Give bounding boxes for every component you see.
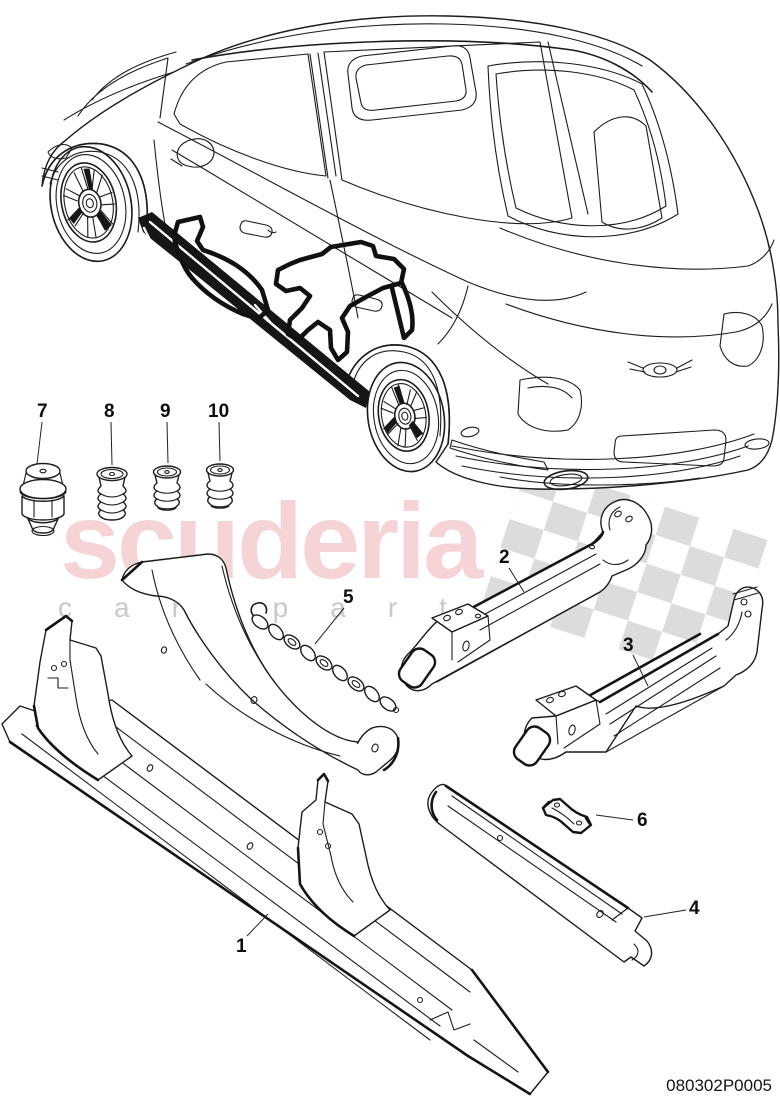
front-arch-inner bbox=[49, 150, 140, 233]
part-6-bracket bbox=[541, 797, 593, 835]
door-glass-divider bbox=[309, 52, 337, 179]
side-reflector bbox=[460, 426, 480, 438]
callout-2-label: 2 bbox=[499, 547, 510, 568]
rocker-chrome bbox=[449, 439, 549, 471]
part-1-sill-assembly bbox=[1, 553, 550, 1096]
callout-7-label: 7 bbox=[37, 401, 48, 422]
callout-1-label: 1 bbox=[236, 936, 247, 957]
sunroof-inner bbox=[355, 55, 467, 111]
beltline bbox=[157, 121, 587, 301]
callout-2: 2 bbox=[499, 547, 525, 593]
bumper-strakes bbox=[451, 433, 755, 486]
quarter-crease bbox=[431, 291, 549, 385]
parcel-shelf-line bbox=[499, 227, 775, 270]
left-taillight bbox=[517, 376, 583, 432]
watermark-subtitle-text: car parts bbox=[58, 592, 545, 623]
doc-number: 080302P0005 bbox=[666, 1076, 772, 1095]
front-arch bbox=[41, 142, 148, 235]
rear-window-inner bbox=[495, 69, 667, 227]
sunroof bbox=[347, 45, 477, 121]
callout-6: 6 bbox=[595, 810, 648, 831]
part-7-plug bbox=[19, 462, 67, 537]
callout-8: 8 bbox=[104, 401, 115, 466]
roof-side-rail bbox=[191, 40, 653, 93]
front-door-handle bbox=[239, 220, 277, 238]
callout-10: 10 bbox=[208, 401, 229, 462]
part-3-bracket bbox=[512, 586, 764, 767]
sill-stamping-outline bbox=[171, 214, 415, 363]
callout-4-label: 4 bbox=[689, 898, 700, 919]
callout-6-label: 6 bbox=[637, 810, 648, 831]
car-illustration bbox=[41, 15, 780, 491]
side-mirror bbox=[170, 138, 215, 168]
rear-arch bbox=[343, 344, 451, 445]
side-crease bbox=[171, 149, 453, 319]
callout-5: 5 bbox=[314, 587, 354, 645]
rear-door-seam bbox=[437, 285, 469, 345]
callout-8-label: 8 bbox=[104, 401, 115, 422]
hood-seam bbox=[63, 71, 175, 121]
callout-1: 1 bbox=[236, 913, 269, 957]
callout-3-label: 3 bbox=[623, 635, 634, 656]
rear-arch-inner bbox=[351, 350, 442, 437]
rear-wheel bbox=[366, 361, 446, 473]
watermark: scuderia car parts bbox=[58, 462, 768, 683]
callout-9: 9 bbox=[160, 401, 171, 464]
quarter-glass bbox=[593, 116, 663, 230]
callout-9-label: 9 bbox=[160, 401, 171, 422]
trunk-gap bbox=[505, 303, 773, 338]
part-9-plug bbox=[152, 465, 182, 511]
part-8-plug bbox=[96, 466, 128, 521]
front-door-glass bbox=[173, 53, 327, 177]
exhaust-tips bbox=[543, 438, 770, 491]
callout-5-label: 5 bbox=[343, 587, 354, 608]
license-recess bbox=[613, 429, 727, 467]
part-2-bracket bbox=[397, 498, 653, 692]
roofline bbox=[185, 23, 643, 67]
checkered-flag-graphic bbox=[481, 462, 768, 683]
rear-window bbox=[487, 61, 679, 238]
callout-4: 4 bbox=[643, 898, 700, 919]
callout-3: 3 bbox=[623, 635, 649, 687]
rear-door-glass bbox=[323, 41, 573, 225]
part-5-serrated-strip bbox=[250, 602, 400, 714]
windshield-edge bbox=[77, 51, 177, 119]
callout-10-label: 10 bbox=[208, 401, 229, 422]
headlight bbox=[41, 143, 73, 181]
part-10-plug bbox=[205, 463, 235, 509]
callout-7: 7 bbox=[36, 401, 48, 465]
front-wheel bbox=[49, 145, 133, 263]
bentley-emblem bbox=[627, 359, 693, 378]
part-4-reinforcement bbox=[427, 783, 653, 967]
right-taillight bbox=[719, 311, 764, 367]
